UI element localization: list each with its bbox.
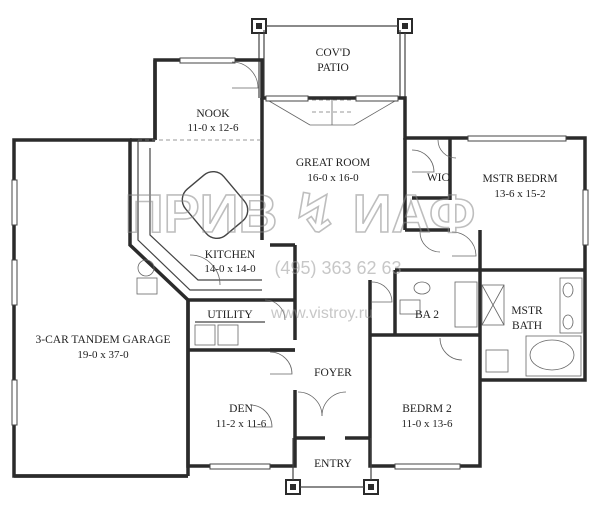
nook-label: NOOK	[196, 108, 230, 120]
wic-label: WIC	[427, 172, 450, 184]
patio-label-line2: PATIO	[317, 62, 349, 74]
bedroom2-dimensions: 11-0 x 13-6	[402, 418, 453, 430]
den-label: DEN	[229, 403, 253, 415]
utility-label: UTILITY	[207, 309, 253, 321]
watermark-logo: ПРИВ ↯ ИАФ	[125, 184, 475, 244]
bedroom2-label: BEDRM 2	[402, 403, 452, 415]
master-bedroom-label: MSTR BEDRM	[482, 173, 557, 185]
patio-label: COV'D	[316, 47, 351, 59]
foyer-label: FOYER	[314, 367, 352, 379]
kitchen-counters	[136, 139, 262, 295]
garage-label: 3-CAR TANDEM GARAGE	[36, 334, 171, 346]
bath2-label: BA 2	[415, 309, 439, 321]
bath-fixtures	[399, 277, 583, 377]
den-dimensions: 11-2 x 11-6	[216, 418, 267, 430]
great-room-dimensions: 16-0 x 16-0	[307, 172, 359, 184]
kitchen-label: KITCHEN	[205, 249, 256, 261]
great-room-label: GREAT ROOM	[296, 157, 370, 169]
watermark-url: www.vistroy.ru	[270, 305, 373, 322]
master-bath-label-line2: BATH	[512, 320, 542, 332]
master-bath-label: MSTR	[511, 305, 543, 317]
watermark: ПРИВ ↯ ИАФ (495) 363 62 63 www.vistroy.r…	[124, 183, 476, 322]
windows	[11, 57, 589, 470]
watermark-phone: (495) 363 62 63	[274, 258, 401, 278]
utility-fixtures	[194, 321, 265, 346]
kitchen-dimensions: 14-0 x 14-0	[204, 263, 256, 275]
master-bedroom-dimensions: 13-6 x 15-2	[494, 188, 545, 200]
covered-patio	[251, 18, 413, 126]
interior-walls	[130, 98, 585, 440]
doors	[189, 61, 477, 428]
garage-dimensions: 19-0 x 37-0	[77, 349, 129, 361]
nook-dimensions: 11-0 x 12-6	[188, 122, 239, 134]
room-labels: COV'D PATIO NOOK 11-0 x 12-6 GREAT ROOM …	[36, 47, 558, 470]
entry-label: ENTRY	[314, 458, 352, 470]
